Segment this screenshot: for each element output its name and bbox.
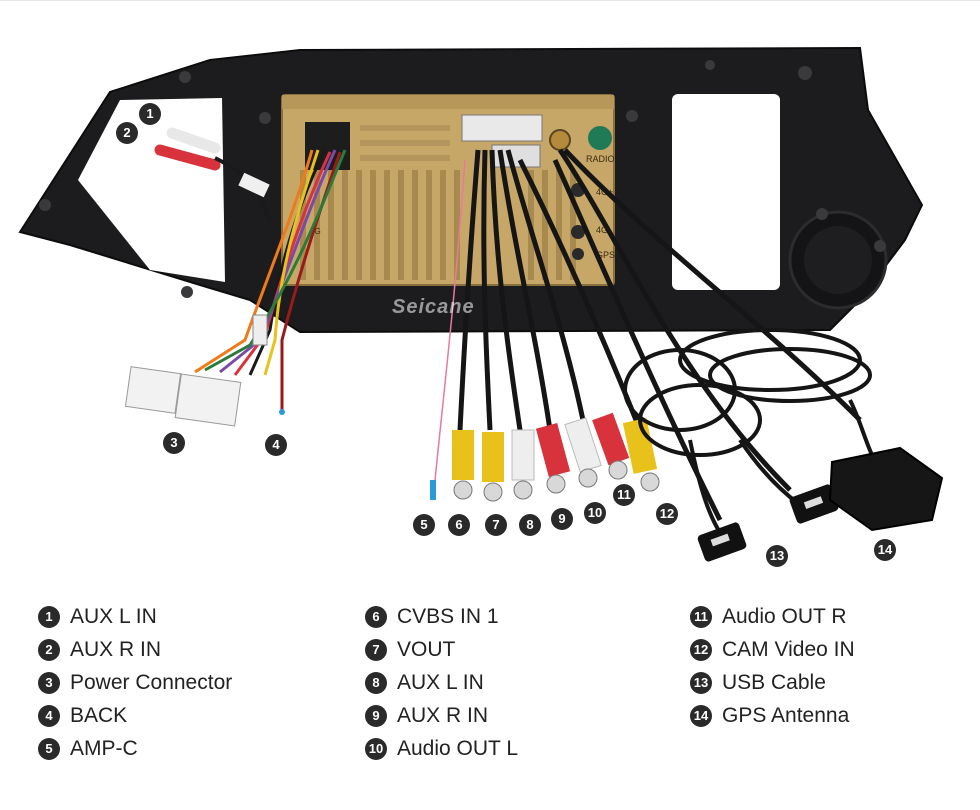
- rca-plugs: [452, 412, 660, 502]
- legend-label: VOUT: [397, 637, 456, 661]
- legend-number: 7: [365, 638, 387, 661]
- callout-11: 11: [613, 484, 635, 506]
- callout-4: 4: [265, 434, 287, 456]
- legend-label: Power Connector: [70, 670, 233, 694]
- callout-2: 2: [116, 122, 138, 144]
- legend-item: 13 USB Cable: [690, 666, 855, 699]
- callout-9: 9: [551, 508, 573, 530]
- callout-1: 1: [139, 103, 161, 125]
- legend-column-3: 11 Audio OUT R 12 CAM Video IN 13 USB Cable…: [690, 600, 855, 732]
- legend-label: Audio OUT R: [722, 604, 847, 628]
- lte-side-label: 4G: [310, 227, 321, 236]
- callout-8: 8: [519, 514, 541, 536]
- legend-item: 12 CAM Video IN: [690, 633, 855, 666]
- gps-label: GPS: [596, 250, 615, 260]
- legend-number: 12: [690, 638, 712, 661]
- legend-item: 9 AUX R IN: [365, 699, 518, 732]
- legend-label: BACK: [70, 703, 128, 727]
- legend-item: 10 Audio OUT L: [365, 732, 518, 765]
- callout-10: 10: [584, 502, 606, 524]
- legend-number: 10: [365, 737, 387, 760]
- legend-label: USB Cable: [722, 670, 826, 694]
- legend-label: AUX R IN: [397, 703, 489, 727]
- legend-label: CAM Video IN: [722, 637, 855, 661]
- callout-14: 14: [874, 539, 896, 561]
- callout-13: 13: [766, 545, 788, 567]
- legend-number: 4: [38, 704, 60, 727]
- legend-label: AMP-C: [70, 736, 138, 760]
- legend-item: 2 AUX R IN: [38, 633, 232, 666]
- power-connector-blocks: [124, 366, 242, 427]
- amp-wire: [433, 159, 466, 491]
- legend-number: 9: [365, 704, 387, 727]
- callout-6: 6: [448, 514, 470, 536]
- legend-item: 11 Audio OUT R: [690, 600, 855, 633]
- power-socket: [305, 122, 350, 170]
- legend-number: 5: [38, 737, 60, 760]
- lte-label-b: 4G: [596, 225, 608, 235]
- legend-number: 11: [690, 605, 712, 628]
- legend-label: AUX R IN: [70, 637, 162, 661]
- legend-label: CVBS IN 1: [397, 604, 499, 628]
- wiring-diagram: RADIO 4G+ 4G GPS 4G: [18, 46, 944, 562]
- legend-item: 14 GPS Antenna: [690, 699, 855, 732]
- legend-item: 3 Power Connector: [38, 666, 232, 699]
- legend-number: 2: [38, 638, 60, 661]
- legend-column-1: 1 AUX L IN 2 AUX R IN 3 Power Connector 4 BA…: [38, 600, 232, 765]
- legend-column-2: 6 CVBS IN 1 7 VOUT 8 AUX L IN 9 AUX R IN 10 A…: [365, 600, 518, 765]
- legend-number: 1: [38, 605, 60, 628]
- right-cutout: [672, 94, 780, 290]
- callout-12: 12: [656, 503, 678, 525]
- legend-number: 14: [690, 704, 712, 727]
- legend-label: Audio OUT L: [397, 736, 519, 760]
- legend-item: 1 AUX L IN: [38, 600, 232, 633]
- legend-item: 8 AUX L IN: [365, 666, 518, 699]
- callout-7: 7: [485, 514, 507, 536]
- watermark: Seicane: [392, 296, 475, 318]
- legend-item: 6 CVBS IN 1: [365, 600, 518, 633]
- top-divider: [0, 0, 980, 7]
- back-tag: [252, 314, 268, 346]
- gps-cable-coil: [678, 328, 874, 456]
- legend-number: 6: [365, 605, 387, 628]
- gps-antenna-body: [828, 446, 944, 532]
- back-wire-tip: [279, 409, 285, 415]
- legend-number: 3: [38, 671, 60, 694]
- amp-wire-tip: [430, 480, 436, 500]
- radio-label: RADIO: [586, 154, 615, 164]
- legend-item: 7 VOUT: [365, 633, 518, 666]
- legend-item: 5 AMP-C: [38, 732, 232, 765]
- legend-label: AUX L IN: [397, 670, 484, 694]
- legend-number: 13: [690, 671, 712, 694]
- multi-socket: [461, 114, 543, 142]
- frame-screws: [39, 60, 886, 298]
- legend-label: GPS Antenna: [722, 703, 850, 727]
- center-cables: [457, 148, 862, 522]
- gps-socket-green: [588, 126, 612, 150]
- legend-label: AUX L IN: [70, 604, 157, 628]
- legend-item: 4 BACK: [38, 699, 232, 732]
- callout-3: 3: [163, 432, 185, 454]
- callout-5: 5: [413, 514, 435, 536]
- legend-number: 8: [365, 671, 387, 694]
- aux-rca-left: [154, 127, 272, 221]
- radio-socket: [549, 129, 571, 151]
